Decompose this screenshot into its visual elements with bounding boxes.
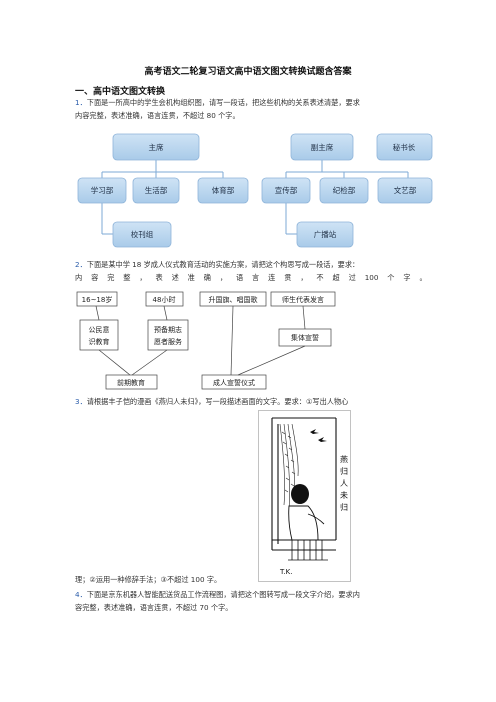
flow-label-citizen-2: 识教育 <box>89 337 110 346</box>
painting-title-char-1: 燕 <box>340 454 348 464</box>
question-2-line-2-char: 准 <box>187 273 195 282</box>
flow-label-pre-education: 前期教育 <box>117 378 145 387</box>
org-box-school-paper <box>112 221 172 248</box>
question-2-line-2-char: ， <box>219 273 228 282</box>
org-box-vice-president <box>290 133 354 161</box>
painting-title-char-2: 归 <box>340 466 348 476</box>
question-1-number: 1． <box>75 98 87 107</box>
question-3-number: 3． <box>75 397 87 406</box>
question-2-line-2-char: 表 <box>155 273 163 282</box>
question-2-line-2-char: ， <box>300 273 308 282</box>
question-2-line-2-char: 容 <box>91 273 99 282</box>
painting-signature: T.K. <box>279 568 293 576</box>
org-box-arts-dept <box>377 177 433 204</box>
flow-label-flag: 升国旗、唱国歌 <box>209 295 258 304</box>
org-box-sports-dept <box>197 177 249 204</box>
document-title: 高考语文二轮复习语文高中语文图文转换试题含答案 <box>144 67 352 77</box>
question-1-line-1: 1．下面是一所高中的学生会机构组织图，请写一段话，把这些机构的关系表述清楚，要求 <box>75 96 427 109</box>
org-box-discipline-dept <box>319 177 369 204</box>
org-label-vice-president: 副主席 <box>311 142 334 152</box>
question-2-line-1: 2．下面是某中学 18 岁成人仪式教育活动的实施方案，请把这个构思写成一段话，要… <box>75 258 427 271</box>
question-2-line-2-char: 述 <box>171 273 179 282</box>
question-3-line-1: 3．请根据丰子恺的漫画《燕归人未归》，写一段描述画面的文字。要求：①写出人物心 <box>75 395 427 408</box>
question-2-line-2-char: 整 <box>123 273 131 282</box>
org-label-life-dept: 生活部 <box>145 185 168 195</box>
question-2-line-2-char: 贯 <box>284 273 292 282</box>
question-4-line-2: 容完整，表述准确，语言连贯，不超过 70 个字。 <box>75 603 233 612</box>
flow-label-oath: 集体宣誓 <box>291 333 319 342</box>
question-2-line-2-char: 完 <box>107 273 115 282</box>
question-2-line-2: 内容完整 ， 表述准确 ， 语言连贯 ， 不超过 100 个字。 <box>75 271 427 284</box>
question-3-line-2: 理；②运用一种修辞手法；③不超过 100 字。 <box>75 575 222 584</box>
org-label-secretary: 秘书长 <box>393 142 416 152</box>
org-label-radio-station: 广播站 <box>314 229 337 239</box>
question-2-line-2-char: 超 <box>332 273 340 282</box>
question-2-line-2-char: 字 <box>403 273 411 282</box>
flow-label-volunteer-2: 愿者服务 <box>154 337 182 346</box>
org-box-publicity-dept <box>261 177 311 204</box>
org-label-discipline-dept: 纪检部 <box>333 185 356 195</box>
cartoon-painting: 燕 归 人 未 归 T.K. <box>258 410 351 582</box>
question-2-line-2-char: ， <box>139 273 147 282</box>
question-1-text: 下面是一所高中的学生会机构组织图，请写一段话，把这些机构的关系表述清楚，要求 <box>86 98 360 107</box>
flow-label-citizen-1: 公民意 <box>89 325 110 334</box>
painting-title-char-5: 归 <box>340 502 348 512</box>
org-box-secretary <box>376 133 433 161</box>
question-2-line-2-char: 过 <box>348 273 356 282</box>
question-2-number: 2． <box>75 260 87 269</box>
question-2-line-2-char: 不 <box>316 273 324 282</box>
org-label-school-paper: 校刊组 <box>131 229 154 239</box>
question-2-line-2-char: 言 <box>252 273 260 282</box>
org-label-study-dept: 学习部 <box>91 185 114 195</box>
org-box-radio-station <box>296 221 354 248</box>
ceremony-flowchart: 16~18岁 48小时 升国旗、唱国歌 师生代表发言 公民意 识教育 预备期志 … <box>76 291 336 390</box>
question-4: 4．下面是京东机器人智能配送货品工作流程图，请把这个图转写成一段文字介绍，要求内… <box>75 588 427 614</box>
question-3-text: 请根据丰子恺的漫画《燕归人未归》，写一段描述画面的文字。要求：①写出人物心 <box>86 397 349 406</box>
flow-label-hours: 48小时 <box>153 295 176 304</box>
org-box-president <box>112 133 200 161</box>
flow-label-ceremony: 成人宣誓仪式 <box>213 378 255 387</box>
question-2-line-2-char: 100 <box>364 273 379 282</box>
question-2-line-2-char: 内 <box>75 273 83 282</box>
section-heading: 一、高中语文图文转换 <box>75 87 166 97</box>
question-2-line-2-char: 语 <box>235 273 244 282</box>
question-1-line-2: 内容完整，表述准确，语言连贯，不超过 80 个字。 <box>75 111 240 120</box>
flow-label-volunteer-1: 预备期志 <box>154 325 182 334</box>
question-4-number: 4． <box>75 590 87 599</box>
org-box-study-dept <box>77 177 127 204</box>
org-box-life-dept <box>132 177 180 204</box>
org-label-publicity-dept: 宣传部 <box>275 185 298 195</box>
question-2-line-2-char: 个 <box>387 273 395 282</box>
question-2-line-2-char: 。 <box>419 273 427 282</box>
flow-label-speech: 师生代表发言 <box>282 295 324 304</box>
painting-title-char-3: 人 <box>340 479 348 488</box>
org-label-arts-dept: 文艺部 <box>394 185 417 195</box>
org-label-president: 主席 <box>149 142 164 152</box>
flow-label-age: 16~18岁 <box>82 295 113 304</box>
org-label-sports-dept: 体育部 <box>212 185 235 195</box>
question-4-line-1: 4．下面是京东机器人智能配送货品工作流程图，请把这个图转写成一段文字介绍，要求内 <box>75 588 427 601</box>
question-2: 2．下面是某中学 18 岁成人仪式教育活动的实施方案，请把这个构思写成一段话，要… <box>75 258 427 284</box>
question-2-line-2-char: 确 <box>203 273 211 282</box>
question-4-text: 下面是京东机器人智能配送货品工作流程图，请把这个图转写成一段文字介绍，要求内 <box>86 590 360 599</box>
painting-title-char-4: 未 <box>340 490 348 500</box>
org-chart: 主席 副主席 秘书长 学习部 生活部 体育部 宣传部 纪检部 文艺部 校刊组 广… <box>77 133 433 248</box>
question-2-text: 下面是某中学 18 岁成人仪式教育活动的实施方案，请把这个构思写成一段话，要求： <box>86 260 360 269</box>
question-1: 1．下面是一所高中的学生会机构组织图，请写一段话，把这些机构的关系表述清楚，要求… <box>75 96 427 122</box>
question-2-line-2-char: 连 <box>268 273 276 282</box>
